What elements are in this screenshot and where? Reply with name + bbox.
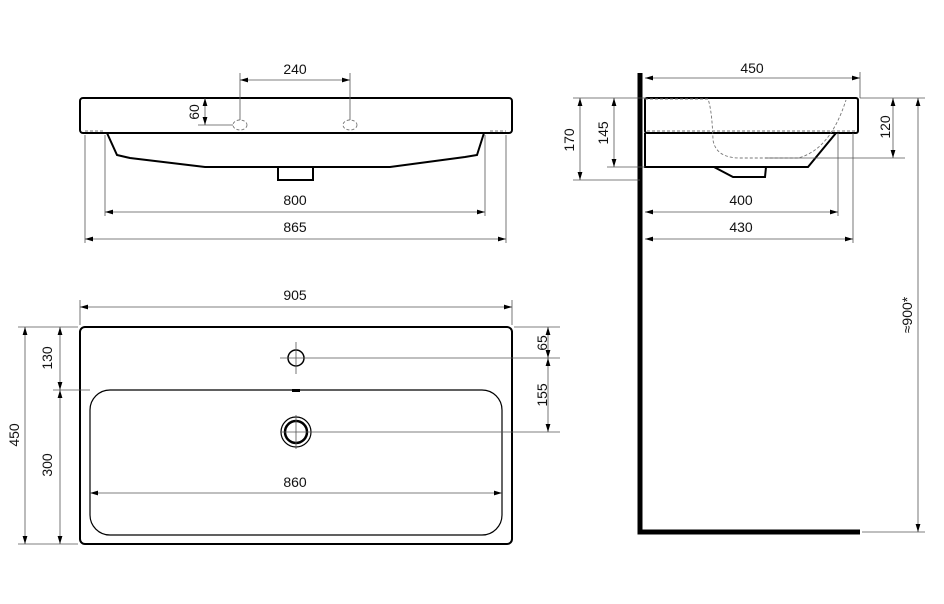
dim-mount-height: ≈900* [899,296,915,333]
dim-tap-height: 60 [186,104,202,120]
top-bowl [89,389,503,536]
front-bowl [106,132,485,168]
dim-inner-width: 800 [283,192,307,208]
dim-depth: 450 [6,423,22,447]
dim-mid-depth: 430 [729,219,753,235]
top-view: 905 450 130 300 65 155 860 [6,287,560,545]
dim-side-depth: 450 [740,60,764,76]
dim-bowl-depth: 300 [39,453,55,477]
wall-and-floor [637,73,860,535]
dim-bowl-depth-side: 120 [877,115,893,139]
tap-hole-right [342,119,358,131]
dim-tap-spacing: 240 [283,61,307,77]
dim-bottom-depth: 400 [729,192,753,208]
dim-outer-width: 865 [283,219,307,235]
dim-front-to-bowl: 130 [39,346,55,370]
dim-tap-to-drain: 155 [534,383,550,407]
dim-total-height: 170 [561,128,577,152]
front-view: 240 60 800 865 [79,61,513,243]
top-outline [79,326,513,545]
front-rim [79,97,513,134]
dim-body-height: 145 [595,121,611,145]
side-drain [713,166,767,178]
tap-hole-left [232,119,248,131]
bowl-profile [645,98,847,159]
front-drain [277,167,314,181]
dim-bowl-width: 860 [283,474,307,490]
side-rim [644,97,859,134]
side-view: 450 170 145 120 ≈900* 400 430 [561,60,925,535]
side-body [644,132,837,168]
dim-width: 905 [283,287,307,303]
overflow-slot [292,389,300,392]
dim-rim-to-tap: 65 [534,335,550,351]
